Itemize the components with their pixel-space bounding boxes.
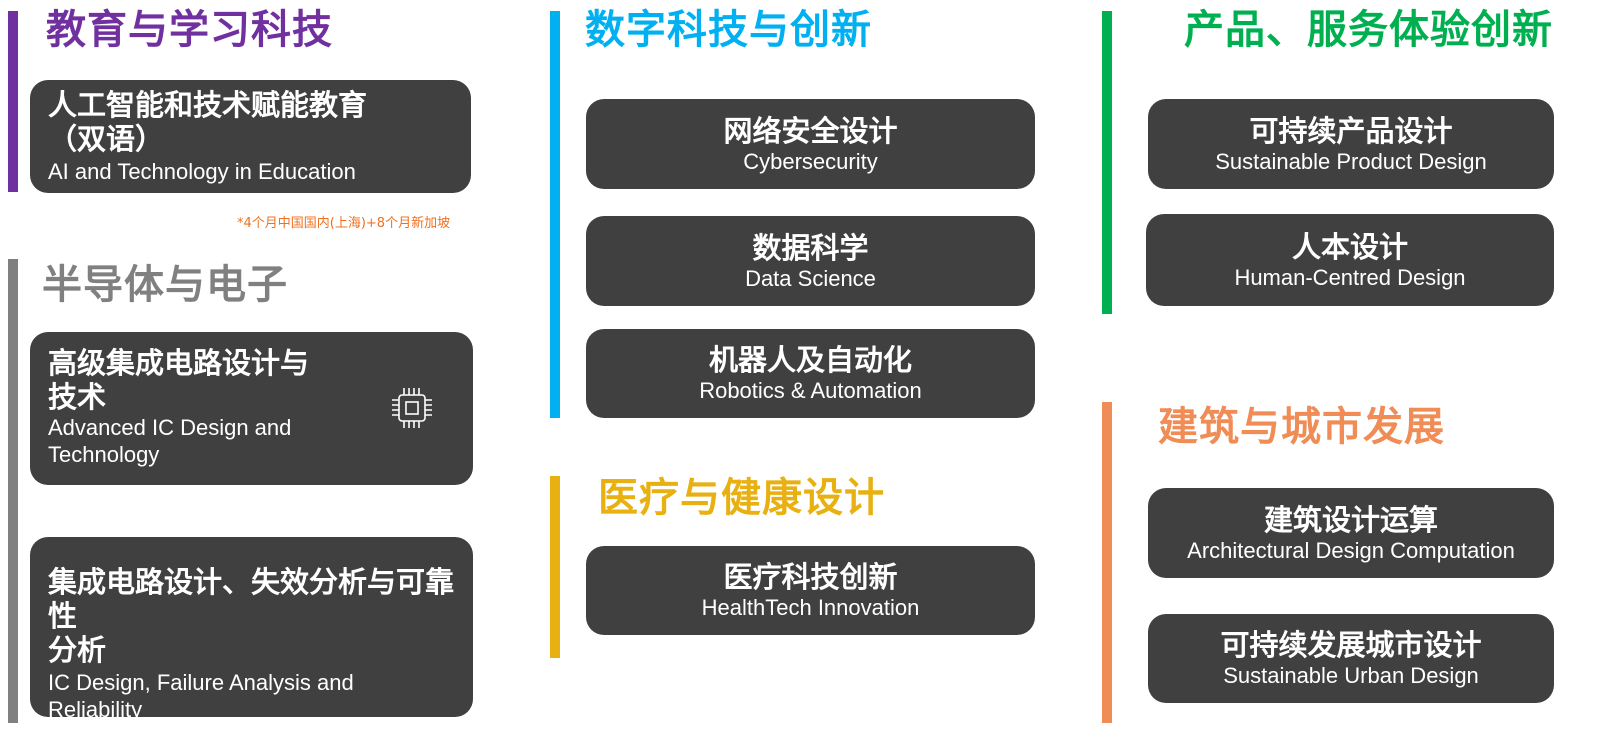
- program-card-sustainable-urban[interactable]: 可持续发展城市设计 Sustainable Urban Design: [1148, 614, 1554, 703]
- location-note: *4个月中国国内(上海)+8个月新加坡: [237, 216, 451, 231]
- microchip-icon: [392, 388, 432, 428]
- program-card-advanced-ic[interactable]: 高级集成电路设计与 技术 Advanced IC Design and Tech…: [30, 332, 473, 485]
- program-title-en: Cybersecurity: [743, 148, 878, 174]
- program-card-sustainable-product[interactable]: 可持续产品设计 Sustainable Product Design: [1148, 99, 1554, 189]
- program-title-zh: 机器人及自动化: [708, 343, 912, 377]
- healthcare-section-title: 医疗与健康设计: [598, 475, 885, 521]
- product-accent-bar: [1102, 11, 1112, 314]
- program-card-healthtech[interactable]: 医疗科技创新 HealthTech Innovation: [586, 546, 1035, 635]
- digital-accent-bar: [550, 11, 560, 418]
- program-title-zh: 高级集成电路设计与: [48, 346, 310, 380]
- program-card-cybersecurity[interactable]: 网络安全设计 Cybersecurity: [586, 99, 1035, 189]
- program-title-en: Sustainable Urban Design: [1223, 663, 1479, 688]
- program-title-en: Sustainable Product Design: [1215, 148, 1487, 174]
- semiconductor-section-title: 半导体与电子: [42, 262, 288, 308]
- program-title-en: AI and Technology in Education: [48, 159, 356, 184]
- program-title-en-line2: Reliability: [48, 697, 143, 722]
- program-title-en-line2: Technology: [48, 442, 160, 467]
- education-accent-bar: [8, 11, 18, 192]
- program-title-en: Advanced IC Design and: [48, 415, 292, 440]
- program-title-en: Human-Centred Design: [1234, 264, 1466, 290]
- program-title-en: Data Science: [745, 265, 876, 291]
- program-card-robotics[interactable]: 机器人及自动化 Robotics & Automation: [586, 329, 1035, 418]
- semiconductor-accent-bar: [8, 259, 18, 723]
- program-title-en: Robotics & Automation: [699, 378, 922, 403]
- program-title-zh: 可持续发展城市设计: [1220, 628, 1482, 662]
- healthcare-accent-bar: [550, 476, 560, 658]
- program-card-architectural-computation[interactable]: 建筑设计运算 Architectural Design Computation: [1148, 488, 1554, 578]
- program-title-zh-line2: 技术: [48, 380, 107, 414]
- architecture-section-title: 建筑与城市发展: [1158, 404, 1445, 450]
- program-title-zh: 建筑设计运算: [1263, 502, 1438, 537]
- program-card-ai-education[interactable]: 人工智能和技术赋能教育 （双语） AI and Technology in Ed…: [30, 80, 471, 193]
- program-card-data-science[interactable]: 数据科学 Data Science: [586, 216, 1035, 306]
- digital-section-title: 数字科技与创新: [585, 7, 872, 53]
- program-title-en: Architectural Design Computation: [1187, 537, 1515, 563]
- program-title-zh: 人本设计: [1291, 229, 1408, 264]
- program-title-zh: 人工智能和技术赋能教育: [48, 88, 368, 122]
- program-title-zh: 网络安全设计: [723, 113, 898, 148]
- program-title-zh-line2: 分析: [48, 633, 107, 667]
- program-card-human-centred[interactable]: 人本设计 Human-Centred Design: [1146, 214, 1554, 306]
- program-title-zh: 数据科学: [752, 230, 869, 265]
- program-title-zh: 医疗科技创新: [723, 560, 898, 594]
- program-title-zh: 可持续产品设计: [1249, 113, 1453, 148]
- program-title-en: IC Design, Failure Analysis and: [48, 670, 354, 695]
- education-section-title: 教育与学习科技: [46, 7, 333, 53]
- program-title-zh-line2: （双语）: [48, 122, 165, 156]
- product-section-title: 产品、服务体验创新: [1184, 7, 1553, 53]
- program-title-en: HealthTech Innovation: [701, 595, 920, 620]
- program-card-ic-failure-analysis[interactable]: 集成电路设计、失效分析与可靠性 分析 IC Design, Failure An…: [30, 537, 473, 722]
- architecture-accent-bar: [1102, 402, 1112, 723]
- program-title-zh: 集成电路设计、失效分析与可靠性: [48, 565, 455, 633]
